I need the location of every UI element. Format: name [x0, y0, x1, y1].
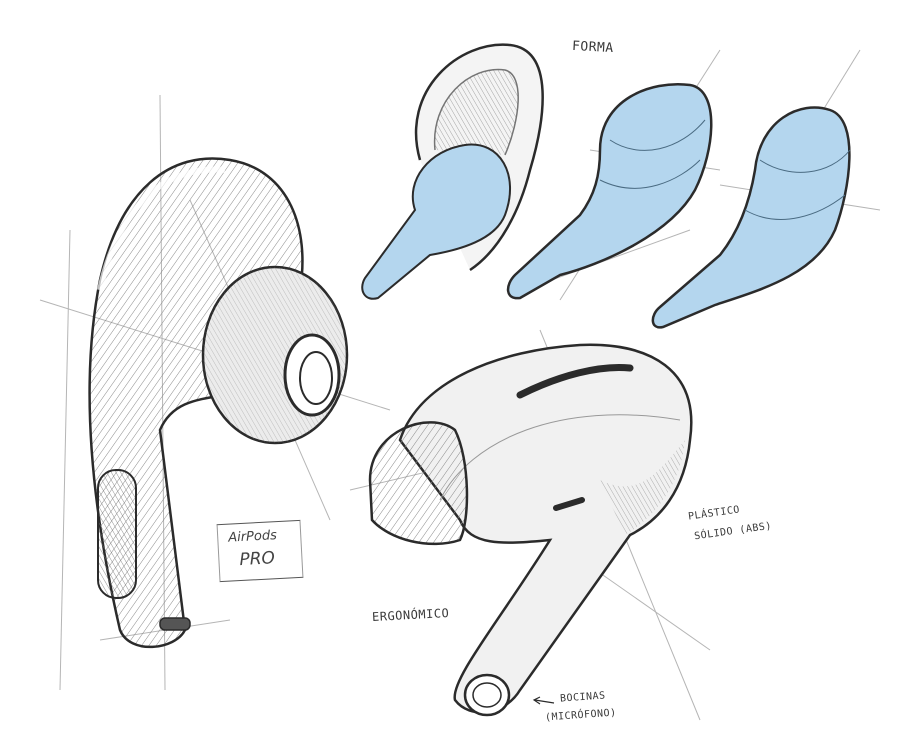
label-airpods: AirPods	[227, 528, 278, 546]
airpod-ergonomic-sketch	[368, 343, 693, 717]
airpod-large-sketch	[88, 157, 349, 649]
form-study-blue-1	[506, 83, 713, 300]
annotation-arrows	[532, 696, 555, 705]
label-forma: FORMA	[571, 38, 615, 57]
airpods-pro-label-box: AirPods PRO	[216, 519, 304, 583]
form-study-blue-2	[651, 106, 851, 329]
label-pro: PRO	[238, 548, 276, 571]
ear-sketch	[361, 43, 544, 300]
